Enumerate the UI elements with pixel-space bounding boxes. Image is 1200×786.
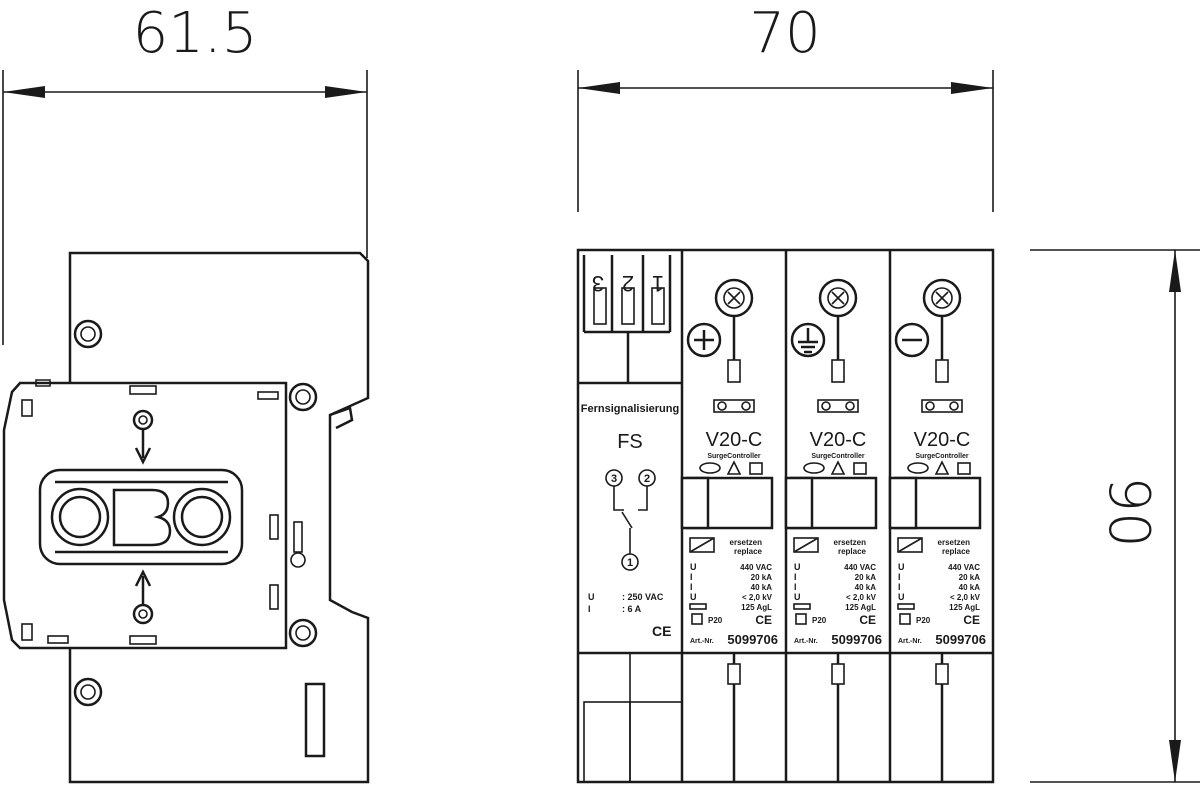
svg-text:I: I	[690, 582, 693, 592]
earth-icon	[798, 328, 818, 354]
remote-signal-module: 3 2 1 Fernsignalisierung FS 3 2 1 U : 25…	[581, 255, 683, 783]
svg-text:U: U	[690, 562, 697, 572]
rating-voltage-symbol: U	[588, 592, 595, 602]
spd-module-minus: V20-C SurgeController ersetzen replace U…	[888, 278, 986, 782]
replace-de: ersetzen	[834, 538, 867, 547]
spec-uc: 440 VAC	[948, 563, 980, 572]
rating-current: : 6 A	[622, 604, 642, 614]
contact-label-2: 2	[644, 473, 650, 485]
terminal-label-1: 1	[652, 271, 664, 296]
rating-voltage: : 250 VAC	[622, 592, 664, 602]
spec-imax: 40 kA	[751, 583, 773, 592]
spec-in: 20 kA	[855, 573, 877, 582]
art-label: Art.-Nr.	[898, 638, 922, 645]
svg-text:U: U	[794, 562, 801, 572]
terminal-label-2: 2	[622, 271, 634, 296]
dimension-front-width: 70	[577, 1, 994, 212]
spec-in: 20 kA	[959, 573, 981, 582]
dimension-side-width: 61.5	[2, 1, 368, 345]
dimension-front-width-text: 70	[749, 1, 820, 66]
spec-in: 20 kA	[751, 573, 773, 582]
contact-label-3: 3	[611, 473, 617, 485]
ce-mark: CE	[755, 613, 772, 627]
front-view: 3 2 1 Fernsignalisierung FS 3 2 1 U : 25…	[576, 248, 995, 784]
contact-label-1: 1	[627, 557, 633, 569]
svg-text:I: I	[794, 572, 797, 582]
p-rating: P20	[812, 616, 827, 625]
spec-fuse: 125 AgL	[741, 603, 772, 612]
svg-text:U: U	[794, 592, 801, 602]
replace-de: ersetzen	[938, 538, 971, 547]
model-label: V20-C	[706, 429, 763, 451]
svg-text:I: I	[690, 572, 693, 582]
replace-en: replace	[942, 547, 971, 556]
ce-mark: CE	[963, 613, 980, 627]
spd-module-earth: V20-C SurgeController ersetzen replace U…	[784, 278, 882, 782]
spd-module-plus: V20-C SurgeController ersetzen replace U…	[680, 278, 778, 782]
dimension-height: 90	[1030, 249, 1200, 783]
replace-en: replace	[838, 547, 867, 556]
dimension-height-text: 90	[1096, 476, 1161, 547]
spec-up: < 2,0 kV	[950, 593, 981, 602]
terminal-label-3: 3	[592, 271, 604, 296]
art-number: 5099706	[831, 632, 882, 647]
svg-text:I: I	[794, 582, 797, 592]
model-subtitle: SurgeController	[811, 453, 865, 460]
remote-module-title: Fernsignalisierung	[581, 403, 679, 415]
svg-text:U: U	[690, 592, 697, 602]
model-subtitle: SurgeController	[915, 453, 969, 460]
p-rating: P20	[916, 616, 931, 625]
art-number: 5099706	[935, 632, 986, 647]
svg-text:I: I	[898, 572, 901, 582]
spec-uc: 440 VAC	[740, 563, 772, 572]
spec-imax: 40 kA	[855, 583, 877, 592]
art-number: 5099706	[727, 632, 778, 647]
remote-module-code: FS	[617, 431, 643, 453]
spec-imax: 40 kA	[959, 583, 981, 592]
p-rating: P20	[708, 616, 723, 625]
replace-en: replace	[734, 547, 763, 556]
plus-icon	[694, 330, 714, 350]
svg-text:U: U	[898, 592, 905, 602]
svg-text:U: U	[898, 562, 905, 572]
rating-current-symbol: I	[588, 604, 591, 614]
model-label: V20-C	[810, 429, 867, 451]
ce-mark: CE	[859, 613, 876, 627]
spec-up: < 2,0 kV	[846, 593, 877, 602]
spec-fuse: 125 AgL	[949, 603, 980, 612]
dimension-side-width-text: 61.5	[133, 1, 258, 66]
remote-module-ce: CE	[652, 623, 671, 639]
spec-up: < 2,0 kV	[742, 593, 773, 602]
side-view	[2, 251, 370, 784]
svg-text:I: I	[898, 582, 901, 592]
art-label: Art.-Nr.	[690, 638, 714, 645]
art-label: Art.-Nr.	[794, 638, 818, 645]
spec-fuse: 125 AgL	[845, 603, 876, 612]
replace-de: ersetzen	[730, 538, 763, 547]
model-label: V20-C	[914, 429, 971, 451]
spec-uc: 440 VAC	[844, 563, 876, 572]
model-subtitle: SurgeController	[707, 453, 761, 460]
